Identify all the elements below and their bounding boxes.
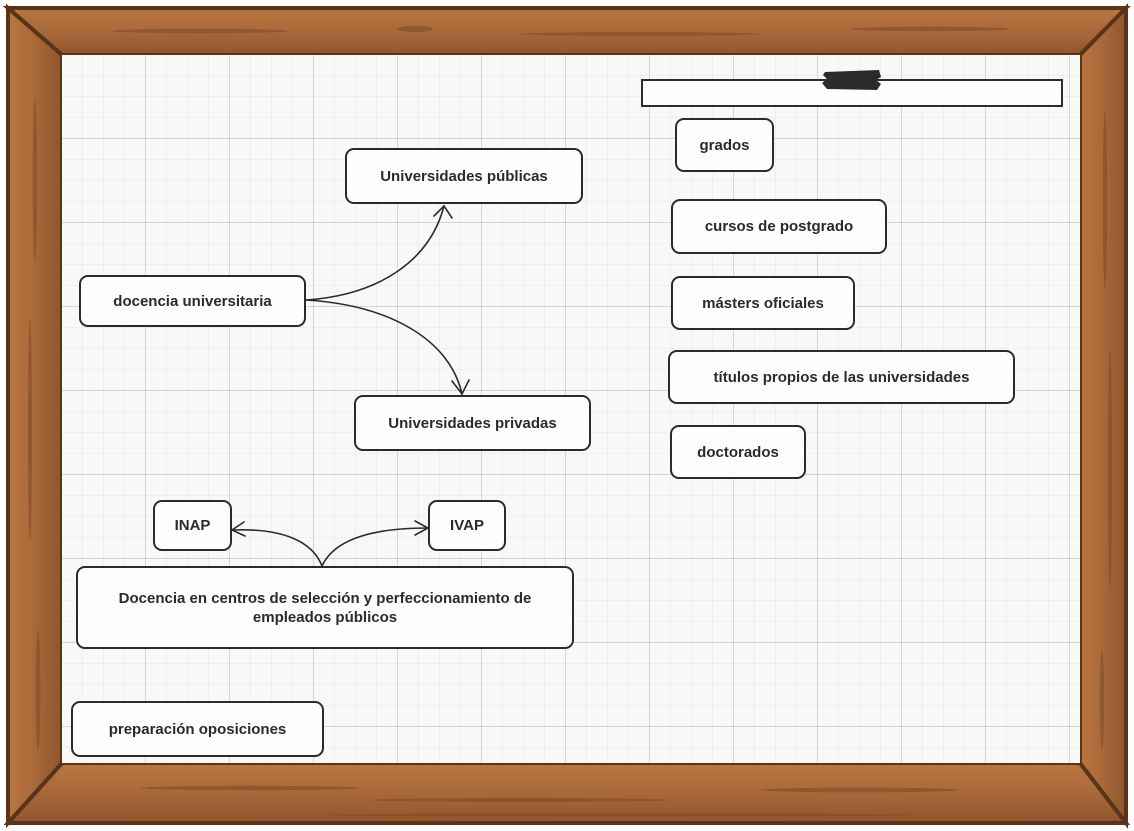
node-label: doctorados <box>697 443 779 461</box>
node-cursos-postgrado[interactable]: cursos de postgrado <box>671 199 887 254</box>
node-preparacion-oposiciones[interactable]: preparación oposiciones <box>71 701 324 757</box>
node-masters-oficiales[interactable]: másters oficiales <box>671 276 855 330</box>
node-label: docencia universitaria <box>113 292 272 310</box>
node-doctorados[interactable]: doctorados <box>670 425 806 479</box>
node-label: Universidades públicas <box>380 167 548 185</box>
node-label: IVAP <box>450 517 484 534</box>
node-titulos-propios[interactable]: títulos propios de las universidades <box>668 350 1015 404</box>
node-inap[interactable]: INAP <box>153 500 232 551</box>
node-ivap[interactable]: IVAP <box>428 500 506 551</box>
node-label: Docencia en centros de selección y perfe… <box>118 589 532 626</box>
node-label: preparación oposiciones <box>108 720 287 738</box>
node-label: másters oficiales <box>702 294 824 312</box>
node-label: Universidades privadas <box>388 414 557 432</box>
node-docencia-universitaria[interactable]: docencia universitaria <box>79 275 306 327</box>
title-bar <box>641 70 1063 107</box>
tape-icon <box>822 70 881 90</box>
node-docencia-centros[interactable]: Docencia en centros de selección y perfe… <box>76 566 574 649</box>
node-universidades-publicas[interactable]: Universidades públicas <box>345 148 583 204</box>
node-label: cursos de postgrado <box>704 218 854 235</box>
node-label: títulos propios de las universidades <box>713 368 970 386</box>
node-label: grados <box>699 136 750 154</box>
node-universidades-privadas[interactable]: Universidades privadas <box>354 395 591 451</box>
node-label: INAP <box>174 517 211 534</box>
node-grados[interactable]: grados <box>675 118 774 172</box>
